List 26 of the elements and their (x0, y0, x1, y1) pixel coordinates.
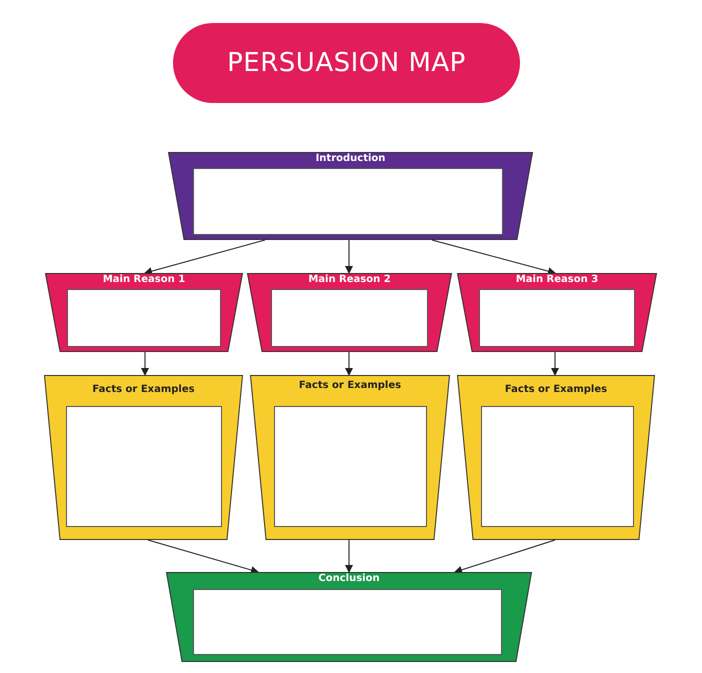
arrow (345, 240, 353, 274)
arrow (345, 352, 353, 376)
box-heading: Facts or Examples (504, 384, 608, 395)
arrow (454, 540, 556, 574)
trapezoid-box (457, 375, 655, 540)
trapezoid-box (168, 152, 533, 240)
arrow (141, 352, 149, 376)
box-heading: Main Reason 2 (308, 274, 391, 285)
arrow (148, 540, 259, 574)
trapezoid-box (247, 273, 452, 352)
box-heading: Conclusion (318, 573, 380, 584)
trapezoid-box (166, 572, 532, 662)
trapezoid-box (250, 375, 450, 540)
trapezoid-box (44, 375, 243, 540)
box-heading: Introduction (316, 153, 386, 164)
arrow (551, 352, 559, 376)
trapezoid-box (457, 273, 657, 352)
box-heading: Main Reason 1 (102, 274, 186, 285)
box-heading: Facts or Examples (298, 380, 402, 391)
box-heading: Main Reason 3 (516, 274, 598, 285)
box-heading: Facts or Examples (92, 384, 195, 395)
title-banner: PERSUASION MAP (173, 23, 520, 103)
trapezoid-box (45, 273, 243, 352)
arrow (432, 240, 556, 276)
arrow (345, 540, 353, 573)
arrow (144, 240, 266, 275)
